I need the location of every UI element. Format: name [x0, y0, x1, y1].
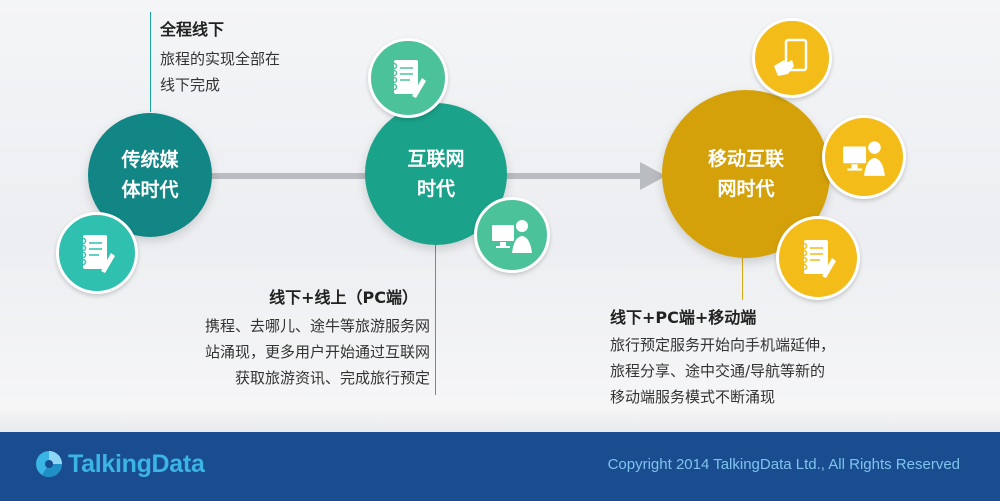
- description-era1: 全程线下 旅程的实现全部在 线下完成: [160, 18, 360, 98]
- description-line: 线下完成: [160, 76, 221, 94]
- logo-text: TalkingData: [68, 449, 205, 478]
- leader-line-era3: [742, 240, 743, 300]
- description-line: 获取旅游资讯、完成旅行预定: [234, 369, 430, 387]
- description-line: 旅程分享、途中交通/导航等新的: [610, 362, 826, 380]
- era-circle-internet: 互联网 时代: [365, 103, 507, 245]
- badge-era2-computer-user: [474, 197, 550, 273]
- notebook-icon: [79, 235, 115, 273]
- connector-era2-era3: [500, 173, 648, 179]
- description-line: 站涌现，更多用户开始通过互联网: [204, 343, 430, 361]
- footer-bar: TalkingData Copyright 2014 TalkingData L…: [0, 432, 1000, 501]
- badge-era2-notebook: [368, 38, 448, 118]
- diagram-canvas: 传统媒 体时代 互联网 时代 移动互联 网时代: [0, 0, 1000, 432]
- notebook-icon: [800, 240, 836, 278]
- copyright-text: Copyright 2014 TalkingData Ltd., All Rig…: [607, 456, 960, 473]
- leader-line-era2: [435, 245, 436, 395]
- description-era3: 线下+PC端+移动端 旅行预定服务开始向手机端延伸， 旅程分享、途中交通/导航等…: [610, 306, 910, 410]
- badge-era3-notebook: [776, 216, 860, 300]
- description-line: 移动端服务模式不断涌现: [610, 388, 776, 406]
- description-title: 全程线下: [160, 20, 225, 39]
- badge-era3-tablet-touch: [752, 18, 832, 98]
- leader-line-era1: [150, 12, 151, 112]
- connector-era1-era2: [210, 173, 370, 179]
- computer-user-icon: [492, 220, 532, 253]
- era-label-line1: 移动互联: [707, 148, 784, 170]
- background-stripe: [0, 410, 1000, 432]
- description-line: 旅程的实现全部在: [160, 50, 281, 68]
- description-era2: 线下+线上（PC端） 携程、去哪儿、途牛等旅游服务网 站涌现，更多用户开始通过互…: [130, 286, 430, 391]
- computer-user-icon: [843, 141, 885, 176]
- notebook-icon: [390, 60, 426, 98]
- era-label-line2: 体时代: [121, 179, 179, 201]
- description-title: 线下+PC端+移动端: [610, 308, 757, 327]
- description-line: 旅行预定服务开始向手机端延伸，: [610, 336, 836, 354]
- description-line: 携程、去哪儿、途牛等旅游服务网: [204, 317, 430, 335]
- talkingdata-logo: TalkingData: [34, 449, 205, 479]
- tablet-touch-icon: [774, 38, 808, 76]
- badge-era1-notebook: [56, 212, 138, 294]
- era-label-line2: 网时代: [717, 178, 775, 200]
- logo-mark-icon: [36, 451, 63, 478]
- era-label-line2: 时代: [416, 178, 455, 200]
- era-label-line1: 传统媒: [121, 149, 179, 171]
- era-label-line1: 互联网: [407, 148, 465, 170]
- description-title: 线下+线上（PC端）: [269, 288, 418, 307]
- arrow-head: [640, 162, 666, 190]
- badge-era3-computer-user: [822, 115, 906, 199]
